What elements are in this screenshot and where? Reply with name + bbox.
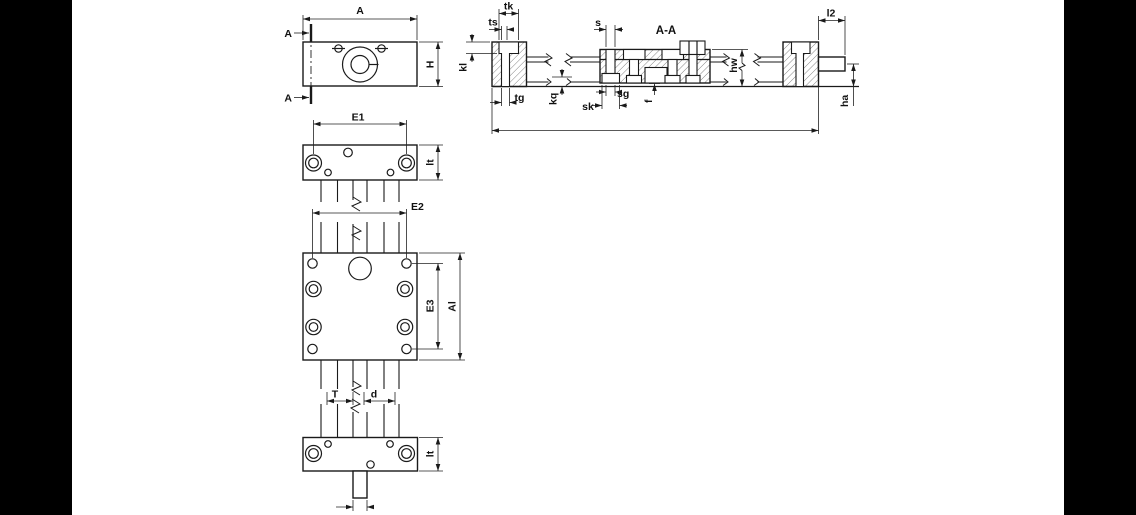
dim-label-E1: E1 [352, 112, 365, 124]
output-shaft-side [817, 56, 846, 72]
section-marker-bottom: A [284, 93, 309, 105]
dim-Al: Al [419, 252, 465, 361]
rail-left-span [526, 53, 600, 86]
dim-label-A: A [356, 5, 364, 17]
dim-E2: E2 [312, 201, 424, 258]
dim-label-E3: E3 [425, 299, 437, 312]
dim-lt-bottom: lt [419, 437, 443, 472]
left-block-bolt-slot [498, 41, 520, 88]
letterbox-left [0, 0, 72, 515]
dim-kq: kq [548, 69, 572, 105]
section-marker-top: A [284, 28, 309, 40]
dim-H: H [419, 41, 443, 87]
section-title: A-A [656, 25, 676, 37]
dim-ts: ts [488, 17, 514, 40]
dim-label-E2: E2 [411, 201, 424, 213]
end-plate-bottom-view: T d lt [302, 389, 443, 511]
dim-label-tg: tg [515, 92, 525, 104]
dim-tk: tk [498, 1, 519, 40]
right-block-bolt-slot [790, 41, 811, 88]
dim-sk: sk [582, 85, 627, 113]
dim-s: s [594, 17, 623, 47]
rail-segment-1 [320, 180, 400, 212]
dim-ha: ha [839, 63, 859, 107]
rail-right-span [710, 53, 783, 86]
dim-label-d: d [371, 389, 377, 401]
dim-label-sg: sg [617, 88, 629, 100]
dim-label-T: T [332, 389, 339, 401]
dim-label-ts: ts [488, 17, 497, 29]
dim-T: T [326, 389, 354, 405]
dim-lt-top: lt [419, 144, 443, 181]
carriage-raised-bolt [679, 40, 706, 84]
section-marker-label: A [284, 28, 292, 40]
dim-label-hw: hw [728, 57, 740, 72]
dim-A: A [302, 5, 418, 40]
carriage-bolt-1 [622, 48, 646, 84]
dim-label-sk: sk [582, 101, 594, 113]
rail-segment-3 [320, 360, 400, 396]
dim-label-H: H [425, 61, 437, 69]
letterbox-right [1064, 0, 1136, 515]
carriage-t-slot-channel [605, 48, 616, 75]
end-plate-top-view: E1 lt [302, 112, 443, 212]
dim-d: d [363, 389, 396, 405]
carriage-t-slot-foot [601, 72, 621, 84]
slotted-screw-right [375, 44, 388, 53]
dim-label-ha: ha [839, 95, 851, 107]
top-view: A A A H [284, 5, 443, 105]
dim-label-f: f [643, 99, 655, 103]
dim-shaft-width [336, 500, 374, 511]
dim-label-kq: kq [548, 93, 560, 105]
dim-hw: hw [712, 49, 748, 87]
dim-E1: E1 [313, 112, 407, 154]
dim-label-lt: lt [425, 159, 437, 166]
carriage-center-notch [644, 66, 668, 84]
rail-segment-2 [320, 222, 400, 253]
dim-label-Al: Al [447, 301, 459, 312]
dim-label-lt: lt [425, 450, 437, 457]
dim-label-kl: kl [458, 63, 470, 72]
dim-E3: E3 [412, 263, 443, 350]
dim-label-l2: l2 [827, 8, 836, 20]
dim-kl: kl [458, 34, 497, 72]
dim-f: f [643, 83, 660, 103]
carriage-bolt-2 [661, 48, 685, 84]
output-shaft-bottom [352, 470, 368, 499]
dim-label-s: s [595, 17, 601, 29]
dim-sg: sg [596, 85, 629, 100]
dim-label-tk: tk [504, 1, 513, 13]
section-view-aa: A-A tk ts kl [458, 1, 859, 134]
hub-circle [348, 256, 372, 281]
main-carriage-view: E2 E3 Al [302, 201, 465, 396]
dim-l2: l2 [818, 8, 846, 55]
section-marker-label: A [284, 93, 292, 105]
rail-segment-4 [320, 398, 400, 438]
slotted-screw-left [332, 44, 345, 53]
